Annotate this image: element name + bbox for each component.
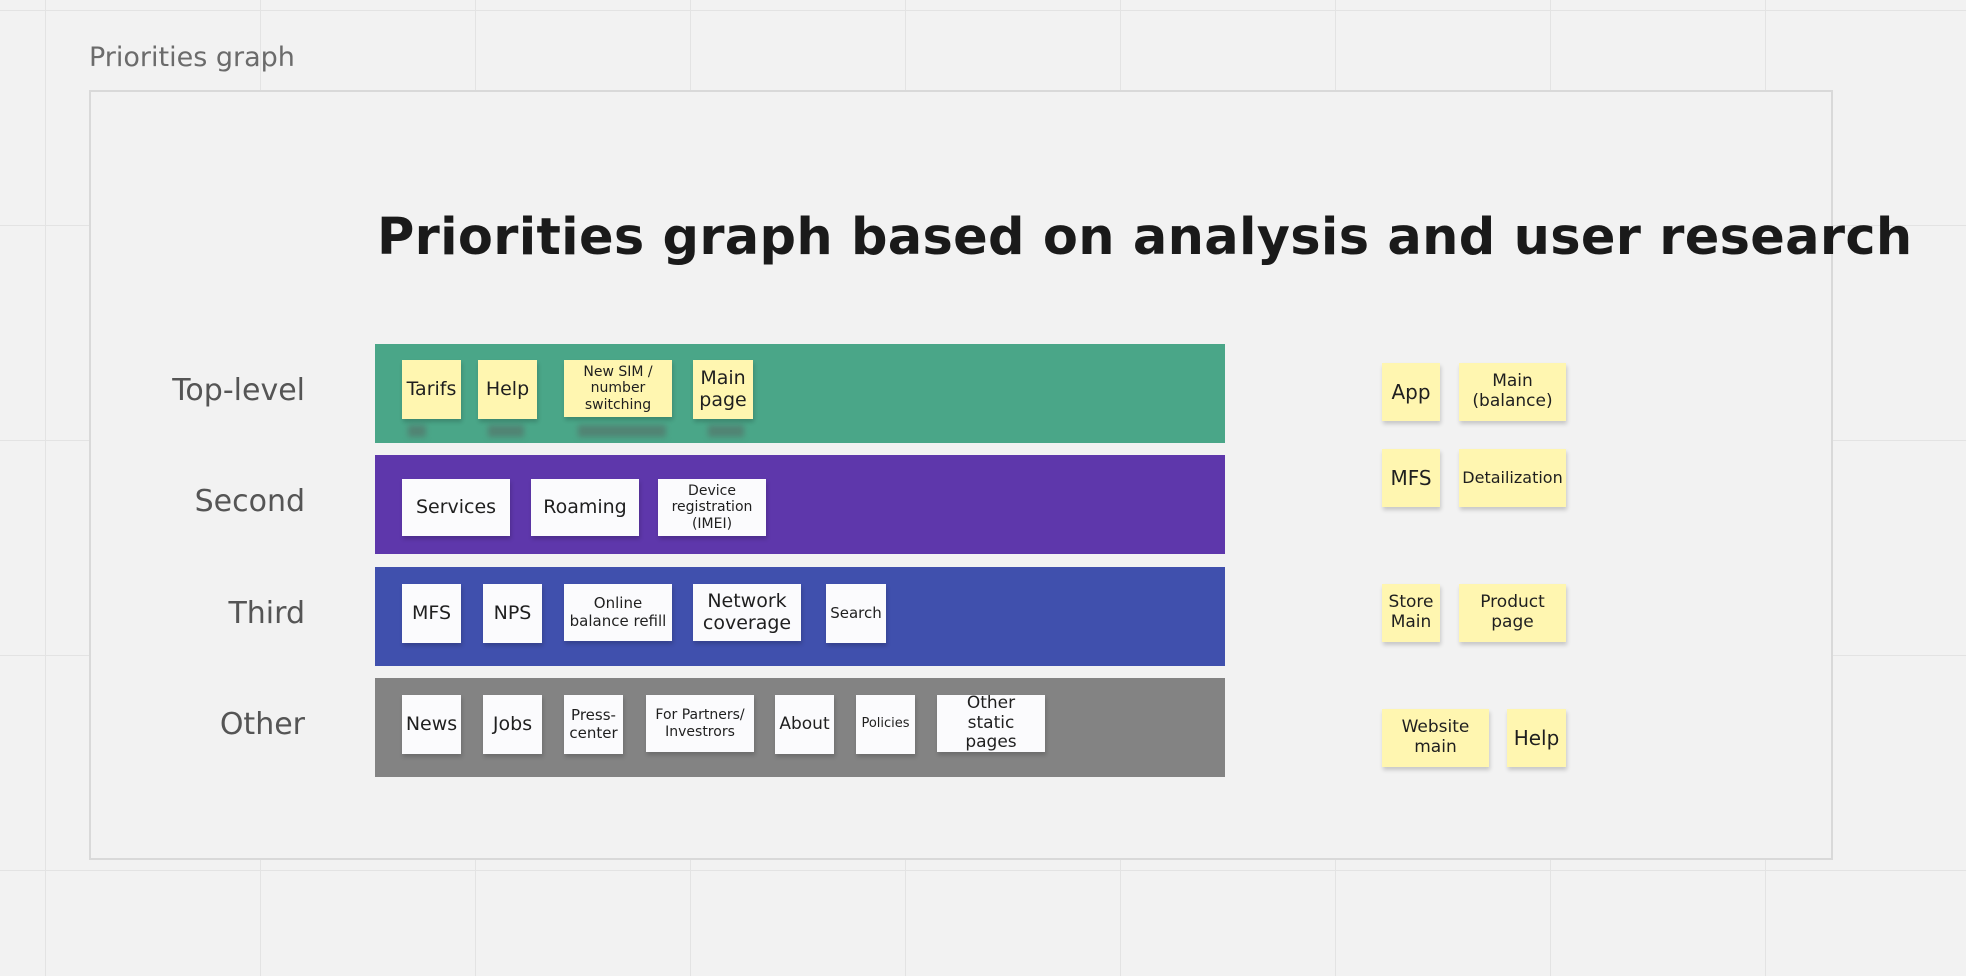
sticky-note-website-main[interactable]: Website main: [1382, 709, 1489, 767]
sticky-note-main-page[interactable]: Main page: [693, 360, 753, 419]
sticky-note-online-balance-refill[interactable]: Online balance refill: [564, 584, 672, 641]
frame-title[interactable]: Priorities graph: [89, 42, 295, 73]
sticky-note-side-help[interactable]: Help: [1507, 709, 1566, 767]
note-shadow: [708, 425, 744, 437]
sticky-note-jobs[interactable]: Jobs: [483, 695, 542, 754]
sticky-note-press-center[interactable]: Press-center: [564, 695, 623, 754]
sticky-note-detailization[interactable]: Detailization: [1459, 449, 1566, 507]
sticky-note-nps[interactable]: NPS: [483, 584, 542, 643]
level-label-second[interactable]: Second: [194, 484, 305, 519]
sticky-note-network-coverage[interactable]: Network coverage: [693, 584, 801, 641]
sticky-note-roaming[interactable]: Roaming: [531, 479, 639, 536]
sticky-note-product-page[interactable]: Product page: [1459, 584, 1566, 642]
sticky-note-app[interactable]: App: [1382, 363, 1440, 421]
level-label-other[interactable]: Other: [219, 707, 305, 742]
sticky-note-search[interactable]: Search: [826, 584, 886, 643]
sticky-note-mfs[interactable]: MFS: [402, 584, 461, 643]
sticky-note-other-static-pages[interactable]: Other static pages: [937, 693, 1045, 752]
sticky-note-help[interactable]: Help: [478, 360, 537, 419]
sticky-note-tarifs[interactable]: Tarifs: [402, 360, 461, 419]
sticky-note-news[interactable]: News: [402, 695, 461, 754]
note-shadow: [408, 425, 426, 437]
note-shadow: [488, 425, 524, 437]
note-shadow: [578, 425, 666, 437]
sticky-note-side-mfs[interactable]: MFS: [1382, 449, 1440, 507]
sticky-note-new-sim[interactable]: New SIM / number switching: [564, 360, 672, 417]
sticky-note-policies[interactable]: Policies: [856, 695, 915, 754]
diagram-title[interactable]: Priorities graph based on analysis and u…: [377, 208, 1913, 267]
sticky-note-about[interactable]: About: [775, 695, 834, 754]
level-label-top[interactable]: Top-level: [172, 373, 305, 408]
level-label-third[interactable]: Third: [228, 596, 305, 631]
sticky-note-main-balance[interactable]: Main (balance): [1459, 363, 1566, 421]
sticky-note-store-main[interactable]: Store Main: [1382, 584, 1440, 642]
sticky-note-services[interactable]: Services: [402, 479, 510, 536]
band-second[interactable]: [375, 455, 1225, 554]
sticky-note-device-registration[interactable]: Device registration (IMEI): [658, 479, 766, 536]
sticky-note-for-partners[interactable]: For Partners/ Investrors: [646, 695, 754, 752]
